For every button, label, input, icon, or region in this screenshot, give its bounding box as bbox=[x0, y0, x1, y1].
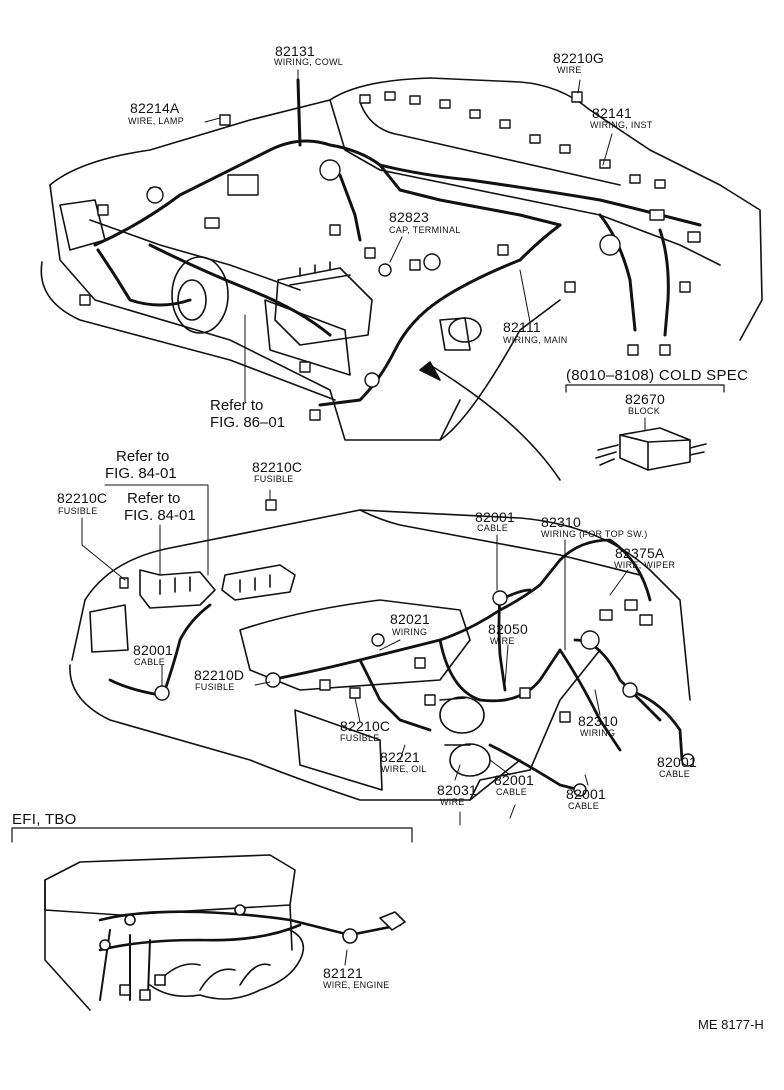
callout-82001-d-part-no: 82001 bbox=[494, 772, 534, 788]
callout-82001-b-part-no: 82001 bbox=[133, 642, 173, 658]
callout-82021-desc: WIRING bbox=[392, 627, 428, 637]
refer-fig-84-01-a-line2: FIG. 84-01 bbox=[105, 465, 177, 482]
callout-82214a-desc: WIRE, LAMP bbox=[128, 116, 185, 126]
callout-82310-a-part-no: 82310 bbox=[541, 514, 581, 530]
callout-82111-desc: WIRING, MAIN bbox=[503, 335, 568, 345]
cold-spec-title: (8010–8108) COLD SPEC bbox=[566, 367, 749, 384]
callout-82823-part-no: 82823 bbox=[389, 209, 429, 225]
drawing-id: ME 8177-H bbox=[698, 1017, 764, 1032]
callout-82050-desc: WIRE bbox=[490, 636, 515, 646]
top-car-body bbox=[40, 77, 763, 481]
engine-car-body bbox=[69, 509, 691, 801]
callout-82001-e-part-no: 82001 bbox=[566, 786, 606, 802]
callout-82375a-desc: WIRE, WIPER bbox=[614, 560, 676, 570]
callout-82131-part-no: 82131 bbox=[275, 43, 315, 59]
efi-tbo-title: EFI, TBO bbox=[12, 811, 77, 828]
callout-82001-c-desc: CABLE bbox=[659, 769, 691, 779]
callout-82221-desc: WIRE, OIL bbox=[381, 764, 427, 774]
callout-82141-desc: WIRING, INST bbox=[590, 120, 653, 130]
callout-82001-b-desc: CABLE bbox=[134, 657, 166, 667]
callout-82141-part-no: 82141 bbox=[592, 105, 632, 121]
engine-leaders bbox=[81, 484, 681, 826]
cold-spec-block bbox=[565, 384, 725, 471]
top-wiring-harness bbox=[93, 78, 702, 407]
callout-82111-part-no: 82111 bbox=[503, 319, 541, 335]
top-connectors bbox=[79, 91, 701, 421]
callout-82823-desc: CAP, TERMINAL bbox=[389, 225, 461, 235]
callout-82001-a-desc: CABLE bbox=[477, 523, 509, 533]
callout-82031-desc: WIRE bbox=[440, 797, 465, 807]
callout-82221-part-no: 82221 bbox=[380, 749, 420, 765]
callout-82210g-part-no: 82210G bbox=[553, 50, 605, 66]
callout-82001-e-desc: CABLE bbox=[568, 801, 600, 811]
callout-82210c-c-desc: FUSIBLE bbox=[340, 733, 380, 743]
refer-fig-84-01-a-line1: Refer to bbox=[116, 448, 170, 465]
callout-82021-part-no: 82021 bbox=[390, 611, 430, 627]
callout-82121-desc: WIRE, ENGINE bbox=[323, 980, 390, 990]
callout-82001-c-part-no: 82001 bbox=[657, 754, 697, 770]
top-leaders bbox=[204, 69, 613, 403]
engine-connectors bbox=[119, 499, 695, 797]
callout-82210c-c-part-no: 82210C bbox=[340, 718, 391, 734]
callout-82210c-b-desc: FUSIBLE bbox=[254, 474, 294, 484]
callout-82210c-a-part-no: 82210C bbox=[57, 490, 108, 506]
refer-fig-86-01-line2: FIG. 86–01 bbox=[210, 414, 286, 431]
callout-82210d-desc: FUSIBLE bbox=[195, 682, 235, 692]
refer-fig-86-01-line1: Refer to bbox=[210, 397, 264, 414]
refer-fig-84-01-b-line2: FIG. 84-01 bbox=[124, 507, 196, 524]
callout-82375a-part-no: 82375A bbox=[615, 545, 665, 561]
callout-82050-part-no: 82050 bbox=[488, 621, 528, 637]
callout-82670-desc: BLOCK bbox=[628, 406, 661, 416]
callout-82031-part-no: 82031 bbox=[437, 782, 477, 798]
callout-82210c-a-desc: FUSIBLE bbox=[58, 506, 98, 516]
callout-82131-desc: WIRING, COWL bbox=[274, 57, 344, 67]
callout-82310-b-part-no: 82310 bbox=[578, 713, 618, 729]
callout-82670-part-no: 82670 bbox=[625, 391, 665, 407]
callout-82210g-desc: WIRE bbox=[557, 65, 582, 75]
refer-fig-84-01-b-line1: Refer to bbox=[127, 490, 181, 507]
callout-82310-b-desc: WIRING bbox=[580, 728, 616, 738]
callout-82210d-part-no: 82210D bbox=[194, 667, 245, 683]
efi-tbo-section bbox=[11, 827, 413, 1011]
engine-wiring-harness bbox=[108, 538, 684, 792]
callout-82310-a-desc: WIRING (FOR TOP SW.) bbox=[541, 529, 648, 539]
callout-82001-a-part-no: 82001 bbox=[475, 509, 515, 525]
callout-82121-part-no: 82121 bbox=[323, 965, 363, 981]
callout-82210c-b-part-no: 82210C bbox=[252, 459, 303, 475]
callout-82001-d-desc: CABLE bbox=[496, 787, 528, 797]
callout-82214a-part-no: 82214A bbox=[130, 100, 180, 116]
